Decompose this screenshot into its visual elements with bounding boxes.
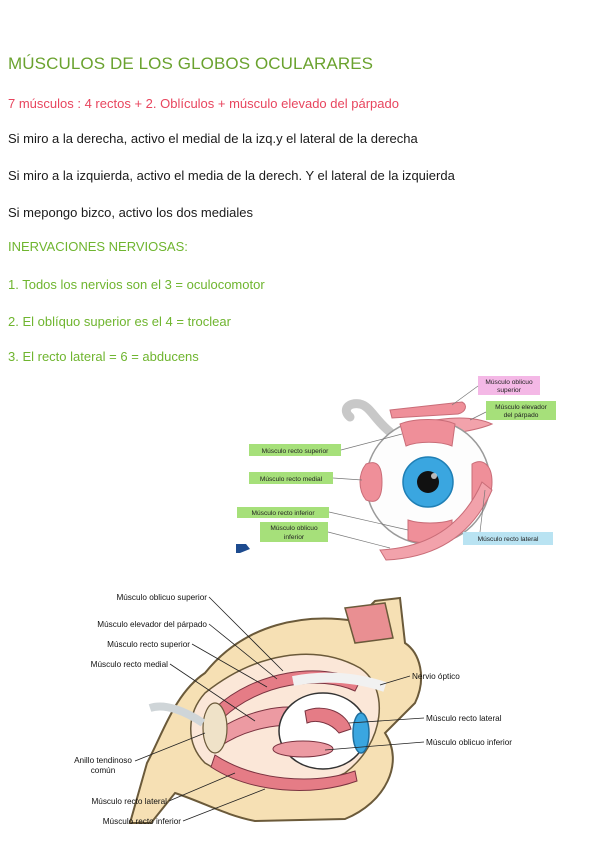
label-lateral-rectus-left: Músculo recto lateral — [91, 797, 167, 806]
label-inferior-oblique: Músculo oblicuo inferior — [426, 738, 512, 747]
label-inferior-rectus: Músculo recto inferior — [103, 817, 182, 826]
inferior-oblique-muscle — [272, 740, 334, 758]
label-bg-superior-oblique — [478, 376, 540, 395]
page-title: MÚSCULOS DE LOS GLOBOS OCULARARES — [8, 54, 374, 73]
eye-muscles-diagram: Músculo oblicuo superior Músculo elevado… — [236, 376, 556, 561]
inferior-oblique-muscle — [379, 481, 493, 561]
tendinous-ring — [202, 702, 228, 754]
optic-nerve — [292, 672, 387, 692]
label-superior-rectus: Músculo recto superior — [107, 640, 190, 649]
paragraph-crossed-eyes: Si mepongo bizco, activo los dos mediale… — [8, 205, 253, 220]
label-bg-inferior-oblique — [260, 522, 328, 542]
label-levator-2: del párpado — [504, 412, 539, 419]
cornea-iris — [352, 712, 370, 754]
orbit-section-diagram: Músculo oblicuo superior Músculo elevado… — [74, 593, 512, 826]
trochlea-tendon — [341, 399, 395, 437]
label-inferior-oblique-2: inferior — [284, 534, 305, 541]
label-bg-medial-rectus — [249, 472, 333, 484]
label-superior-oblique: Músculo oblicuo superior — [116, 593, 207, 602]
label-tendinous-ring-1: Anillo tendinoso — [74, 756, 132, 765]
leader-lines — [327, 385, 487, 549]
source-logo-icon — [236, 544, 250, 553]
label-medial-rectus: Músculo recto medial — [260, 476, 323, 483]
sinus — [344, 602, 394, 644]
label-levator: Músculo elevador del párpado — [97, 620, 207, 629]
innervation-item-2: 2. El oblíquo superior es el 4 = troclea… — [8, 314, 231, 329]
lateral-rectus-muscle — [304, 707, 352, 734]
label-inferior-rectus: Músculo recto inferior — [251, 510, 315, 517]
label-bg-lateral-rectus — [463, 532, 553, 545]
label-levator-1: Músculo elevador — [495, 404, 547, 411]
pupil-highlight — [431, 473, 437, 479]
superior-rectus-muscle — [399, 419, 456, 447]
label-optic-nerve: Nervio óptico — [412, 672, 460, 681]
innervation-item-1: 1. Todos los nervios son el 3 = oculocom… — [8, 277, 265, 292]
label-superior-rectus: Músculo recto superior — [262, 448, 330, 455]
label-bg-superior-rectus — [249, 444, 341, 456]
label-bg-levator — [486, 401, 556, 420]
paragraph-left-gaze: Si miro a la izquierda, activo el media … — [8, 168, 455, 183]
label-lateral-rectus-right: Músculo recto lateral — [426, 714, 502, 723]
label-bg-inferior-rectus — [237, 507, 329, 518]
label-superior-oblique-1: Músculo oblicuo — [485, 379, 533, 386]
label-superior-oblique-2: superior — [497, 387, 522, 394]
label-tendinous-ring-2: común — [91, 766, 116, 775]
superior-oblique-muscle — [389, 401, 466, 419]
paragraph-right-gaze: Si miro a la derecha, activo el medial d… — [8, 131, 418, 146]
label-medial-rectus: Músculo recto medial — [91, 660, 169, 669]
medial-rectus-muscle — [359, 462, 383, 502]
summary-line: 7 músculos : 4 rectos + 2. Oblículos + m… — [8, 96, 399, 111]
label-inferior-oblique-1: Músculo oblicuo — [270, 525, 318, 532]
label-lateral-rectus: Músculo recto lateral — [478, 536, 539, 543]
innervation-item-3: 3. El recto lateral = 6 = abducens — [8, 349, 199, 364]
innervation-heading: INERVACIONES NERVIOSAS: — [8, 239, 188, 254]
inferior-rectus-muscle — [210, 754, 358, 791]
nerve-stump — [148, 702, 206, 727]
figure2-leader-lines — [134, 596, 425, 822]
